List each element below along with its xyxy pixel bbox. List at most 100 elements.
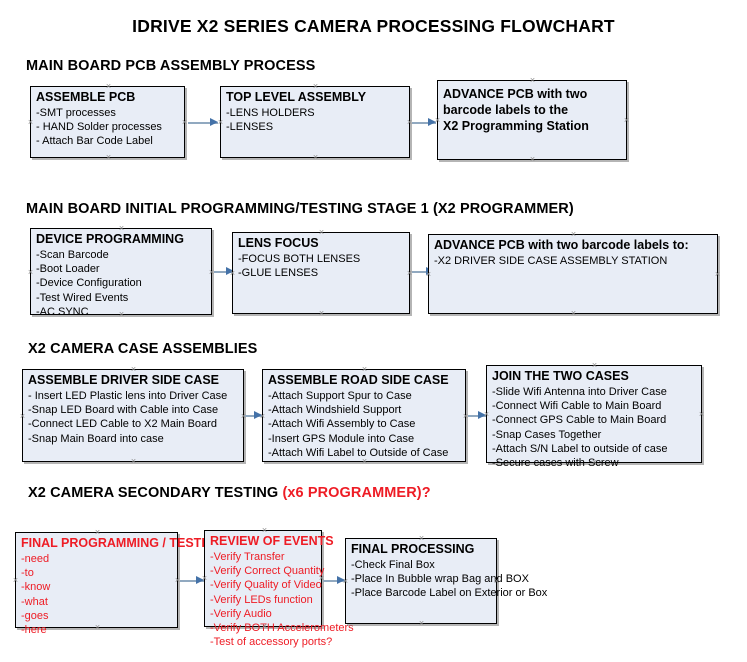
connector-handle-right bbox=[714, 271, 721, 278]
arrow-device-programming-to-lens-focus bbox=[214, 267, 234, 276]
box-title: REVIEW OF EVENTS bbox=[210, 534, 334, 548]
box-title: FINAL PROGRAMMING / TESTING bbox=[21, 536, 224, 550]
connector-handle-top bbox=[361, 366, 368, 373]
connector-handle-right bbox=[698, 411, 705, 418]
box-line: -Attach S/N Label to outside of case bbox=[492, 442, 668, 455]
connector-handle-top bbox=[529, 77, 536, 84]
box-assemble-pcb[interactable]: ASSEMBLE PCB -SMT processes - HAND Solde… bbox=[30, 86, 185, 158]
box-line: -Check Final Box bbox=[351, 559, 435, 571]
box-lens-focus[interactable]: LENS FOCUS -FOCUS BOTH LENSES -GLUE LENS… bbox=[232, 232, 410, 314]
box-title: JOIN THE TWO CASES bbox=[492, 369, 629, 383]
arrow-assemble-pcb-to-top-level-assembly bbox=[188, 118, 218, 127]
connector-handle-left bbox=[12, 577, 19, 584]
connector-handle-right bbox=[181, 119, 188, 126]
box-assemble-road-side-case[interactable]: ASSEMBLE ROAD SIDE CASE -Attach Support … bbox=[262, 369, 466, 462]
arrow-driver-side-to-road-side bbox=[245, 411, 262, 420]
box-device-programming[interactable]: DEVICE PROGRAMMING -Scan Barcode -Boot L… bbox=[27, 228, 212, 318]
box-title-line: barcode labels to the bbox=[443, 103, 569, 117]
box-final-programming-testing[interactable]: FINAL PROGRAMMING / TESTING -need -to -k… bbox=[12, 532, 224, 636]
box-line: -to bbox=[21, 567, 34, 580]
box-line: - HAND Solder processes bbox=[36, 121, 162, 134]
connector-handle-left bbox=[217, 119, 224, 126]
box-line: -here bbox=[21, 624, 47, 637]
box-line: -Place Barcode Label on Exterior or Box bbox=[351, 587, 548, 600]
box-line: -Verify LEDs function bbox=[210, 593, 313, 606]
box-line: -GLUE LENSES bbox=[238, 267, 319, 280]
connector-handle-bottom bbox=[312, 154, 319, 161]
box-line: -Verify BOTH Accelerometers bbox=[210, 622, 354, 635]
section-heading-x2-camera-secondary-testing: X2 CAMERA SECONDARY TESTING (x6 PROGRAMM… bbox=[28, 485, 431, 501]
arrow-road-side-to-join-cases bbox=[468, 411, 486, 420]
connector-handle-top bbox=[418, 535, 425, 542]
connector-handle-left bbox=[27, 269, 34, 276]
box-line: -what bbox=[21, 595, 48, 608]
box-title: ASSEMBLE PCB bbox=[36, 90, 136, 104]
box-line: -Attach Support Spur to Case bbox=[268, 390, 412, 402]
connector-handle-top bbox=[570, 231, 577, 238]
connector-handle-bottom bbox=[529, 156, 536, 163]
connector-handle-left bbox=[19, 413, 26, 420]
box-line: -Attach Windshield Support bbox=[268, 404, 402, 417]
box-title: LENS FOCUS bbox=[238, 236, 319, 250]
connector-handle-top bbox=[312, 83, 319, 90]
box-title-line: X2 Programming Station bbox=[443, 119, 589, 133]
box-line: -Connect LED Cable to X2 Main Board bbox=[28, 418, 217, 431]
box-line: -LENS HOLDERS bbox=[226, 107, 315, 119]
box-line: -Attach Wifi Label to Outside of Case bbox=[268, 446, 449, 459]
box-line: -Device Configuration bbox=[36, 277, 142, 290]
connector-handle-bottom bbox=[318, 310, 325, 317]
box-line: -need bbox=[21, 553, 50, 565]
box-line: -Test Wired Events bbox=[36, 291, 129, 304]
connector-handle-right bbox=[623, 117, 630, 124]
box-join-the-two-cases[interactable]: JOIN THE TWO CASES -Slide Wifi Antenna i… bbox=[486, 362, 705, 469]
box-line: -SMT processes bbox=[36, 107, 116, 119]
box-line: -Secure cases with Screw bbox=[492, 457, 619, 470]
box-line: -Snap Main Board into case bbox=[28, 432, 164, 445]
box-assemble-driver-side-case[interactable]: ASSEMBLE DRIVER SIDE CASE - Insert LED P… bbox=[22, 369, 244, 462]
box-line: -Verify Transfer bbox=[210, 551, 285, 563]
box-line: -Insert GPS Module into Case bbox=[268, 432, 415, 445]
box-final-processing[interactable]: FINAL PROCESSING -Check Final Box -Place… bbox=[345, 535, 548, 627]
arrow-final-programming-to-review-of-events bbox=[180, 576, 204, 585]
box-line: -Attach Wifi Assembly to Case bbox=[268, 418, 416, 431]
box-line: -Slide Wifi Antenna into Driver Case bbox=[492, 386, 667, 398]
connector-handle-top bbox=[318, 229, 325, 236]
box-line: -Verify Correct Quantity bbox=[210, 565, 325, 578]
section-heading-suffix: (x6 PROGRAMMER)? bbox=[282, 485, 431, 501]
box-line: -Connect GPS Cable to Main Board bbox=[492, 414, 667, 427]
arrow-review-of-events-to-final-processing bbox=[323, 576, 345, 585]
section-heading-text: MAIN BOARD INITIAL PROGRAMMING/TESTING S… bbox=[26, 201, 574, 217]
box-line: -goes bbox=[21, 609, 49, 622]
box-line: - Attach Bar Code Label bbox=[36, 135, 153, 148]
box-title: TOP LEVEL ASSEMBLY bbox=[226, 90, 367, 104]
box-line: - Insert LED Plastic lens into Driver Ca… bbox=[28, 390, 228, 402]
connector-handle-bottom bbox=[418, 620, 425, 627]
box-line: -Snap Cases Together bbox=[492, 428, 602, 441]
box-line: -know bbox=[21, 581, 51, 594]
box-line: -X2 DRIVER SIDE CASE ASSEMBLY STATION bbox=[434, 255, 668, 267]
connector-handle-top bbox=[591, 362, 598, 369]
box-top-level-assembly[interactable]: TOP LEVEL ASSEMBLY -LENS HOLDERS -LENSES bbox=[220, 86, 410, 158]
box-line: -Verify Quality of Video bbox=[210, 579, 322, 592]
box-title-line: ADVANCE PCB with two bbox=[443, 87, 588, 101]
box-line: -AC SYNC bbox=[36, 305, 89, 318]
box-advance-pcb-to-x2-programming-station[interactable]: ADVANCE PCB with two barcode labels to t… bbox=[437, 80, 627, 160]
box-title: ASSEMBLE ROAD SIDE CASE bbox=[268, 373, 449, 387]
box-line: -LENSES bbox=[226, 121, 274, 134]
page-title: IDRIVE X2 SERIES CAMERA PROCESSING FLOWC… bbox=[132, 16, 615, 36]
arrow-top-level-assembly-to-advance-pcb bbox=[412, 118, 436, 127]
box-line: -Boot Loader bbox=[36, 263, 100, 276]
box-line-overflow: -Test of accessory ports? bbox=[210, 636, 333, 649]
connector-handle-top bbox=[130, 366, 137, 373]
box-line: -Snap LED Board with Cable into Case bbox=[28, 404, 219, 417]
box-review-of-events[interactable]: REVIEW OF EVENTS -Verify Transfer -Verif… bbox=[204, 527, 354, 648]
box-title: DEVICE PROGRAMMING bbox=[36, 232, 184, 246]
box-line: -Verify Audio bbox=[210, 607, 272, 620]
connector-handle-top bbox=[261, 527, 268, 534]
section-heading-text: X2 CAMERA CASE ASSEMBLIES bbox=[28, 341, 258, 357]
section-heading-main-board-initial-programming-testing-stage-1: MAIN BOARD INITIAL PROGRAMMING/TESTING S… bbox=[26, 201, 574, 217]
connector-handle-left bbox=[27, 119, 34, 126]
box-line: -FOCUS BOTH LENSES bbox=[238, 253, 361, 265]
box-advance-pcb-to-driver-side-case-assembly-station[interactable]: ADVANCE PCB with two barcode labels to: … bbox=[428, 234, 718, 314]
